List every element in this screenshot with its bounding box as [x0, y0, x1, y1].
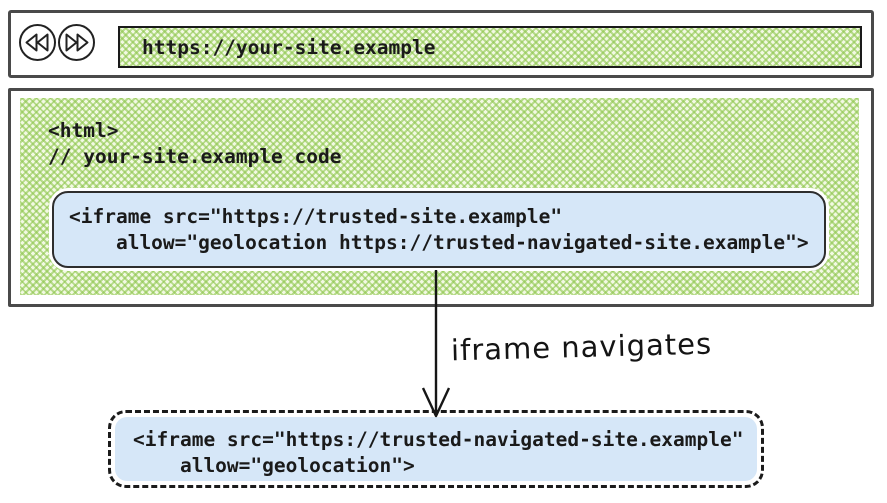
iframe-allow-line: allow="geolocation https://trusted-navig… — [69, 231, 809, 254]
site-code-block: <html> // your-site.example code — [48, 118, 342, 170]
navigated-iframe-code: <iframe src="https://trusted-navigated-s… — [115, 417, 757, 481]
navigated-iframe-box: <iframe src="https://trusted-navigated-s… — [108, 410, 764, 488]
rewind-double-left-icon — [25, 33, 50, 52]
site-page: <html> // your-site.example code <iframe… — [20, 98, 859, 295]
forward-button[interactable] — [58, 24, 95, 61]
url-text: https://your-site.example — [142, 35, 436, 59]
back-button[interactable] — [19, 24, 56, 61]
code-line-site-comment: // your-site.example code — [48, 145, 342, 168]
iframe-src-line: <iframe src="https://trusted-site.exampl… — [69, 205, 563, 228]
code-line-html-tag: <html> — [48, 119, 119, 142]
fast-forward-double-right-icon — [64, 33, 89, 52]
arrow-label: iframe navigates — [450, 326, 713, 368]
navigated-iframe-allow-line: allow="geolocation"> — [133, 454, 415, 477]
url-bar[interactable]: https://your-site.example — [118, 26, 862, 68]
browser-viewport: <html> // your-site.example code <iframe… — [8, 88, 874, 307]
navigated-iframe-src-line: <iframe src="https://trusted-navigated-s… — [133, 428, 744, 451]
browser-toolbar: https://your-site.example — [8, 10, 874, 78]
trusted-iframe-box: <iframe src="https://trusted-site.exampl… — [52, 191, 826, 268]
